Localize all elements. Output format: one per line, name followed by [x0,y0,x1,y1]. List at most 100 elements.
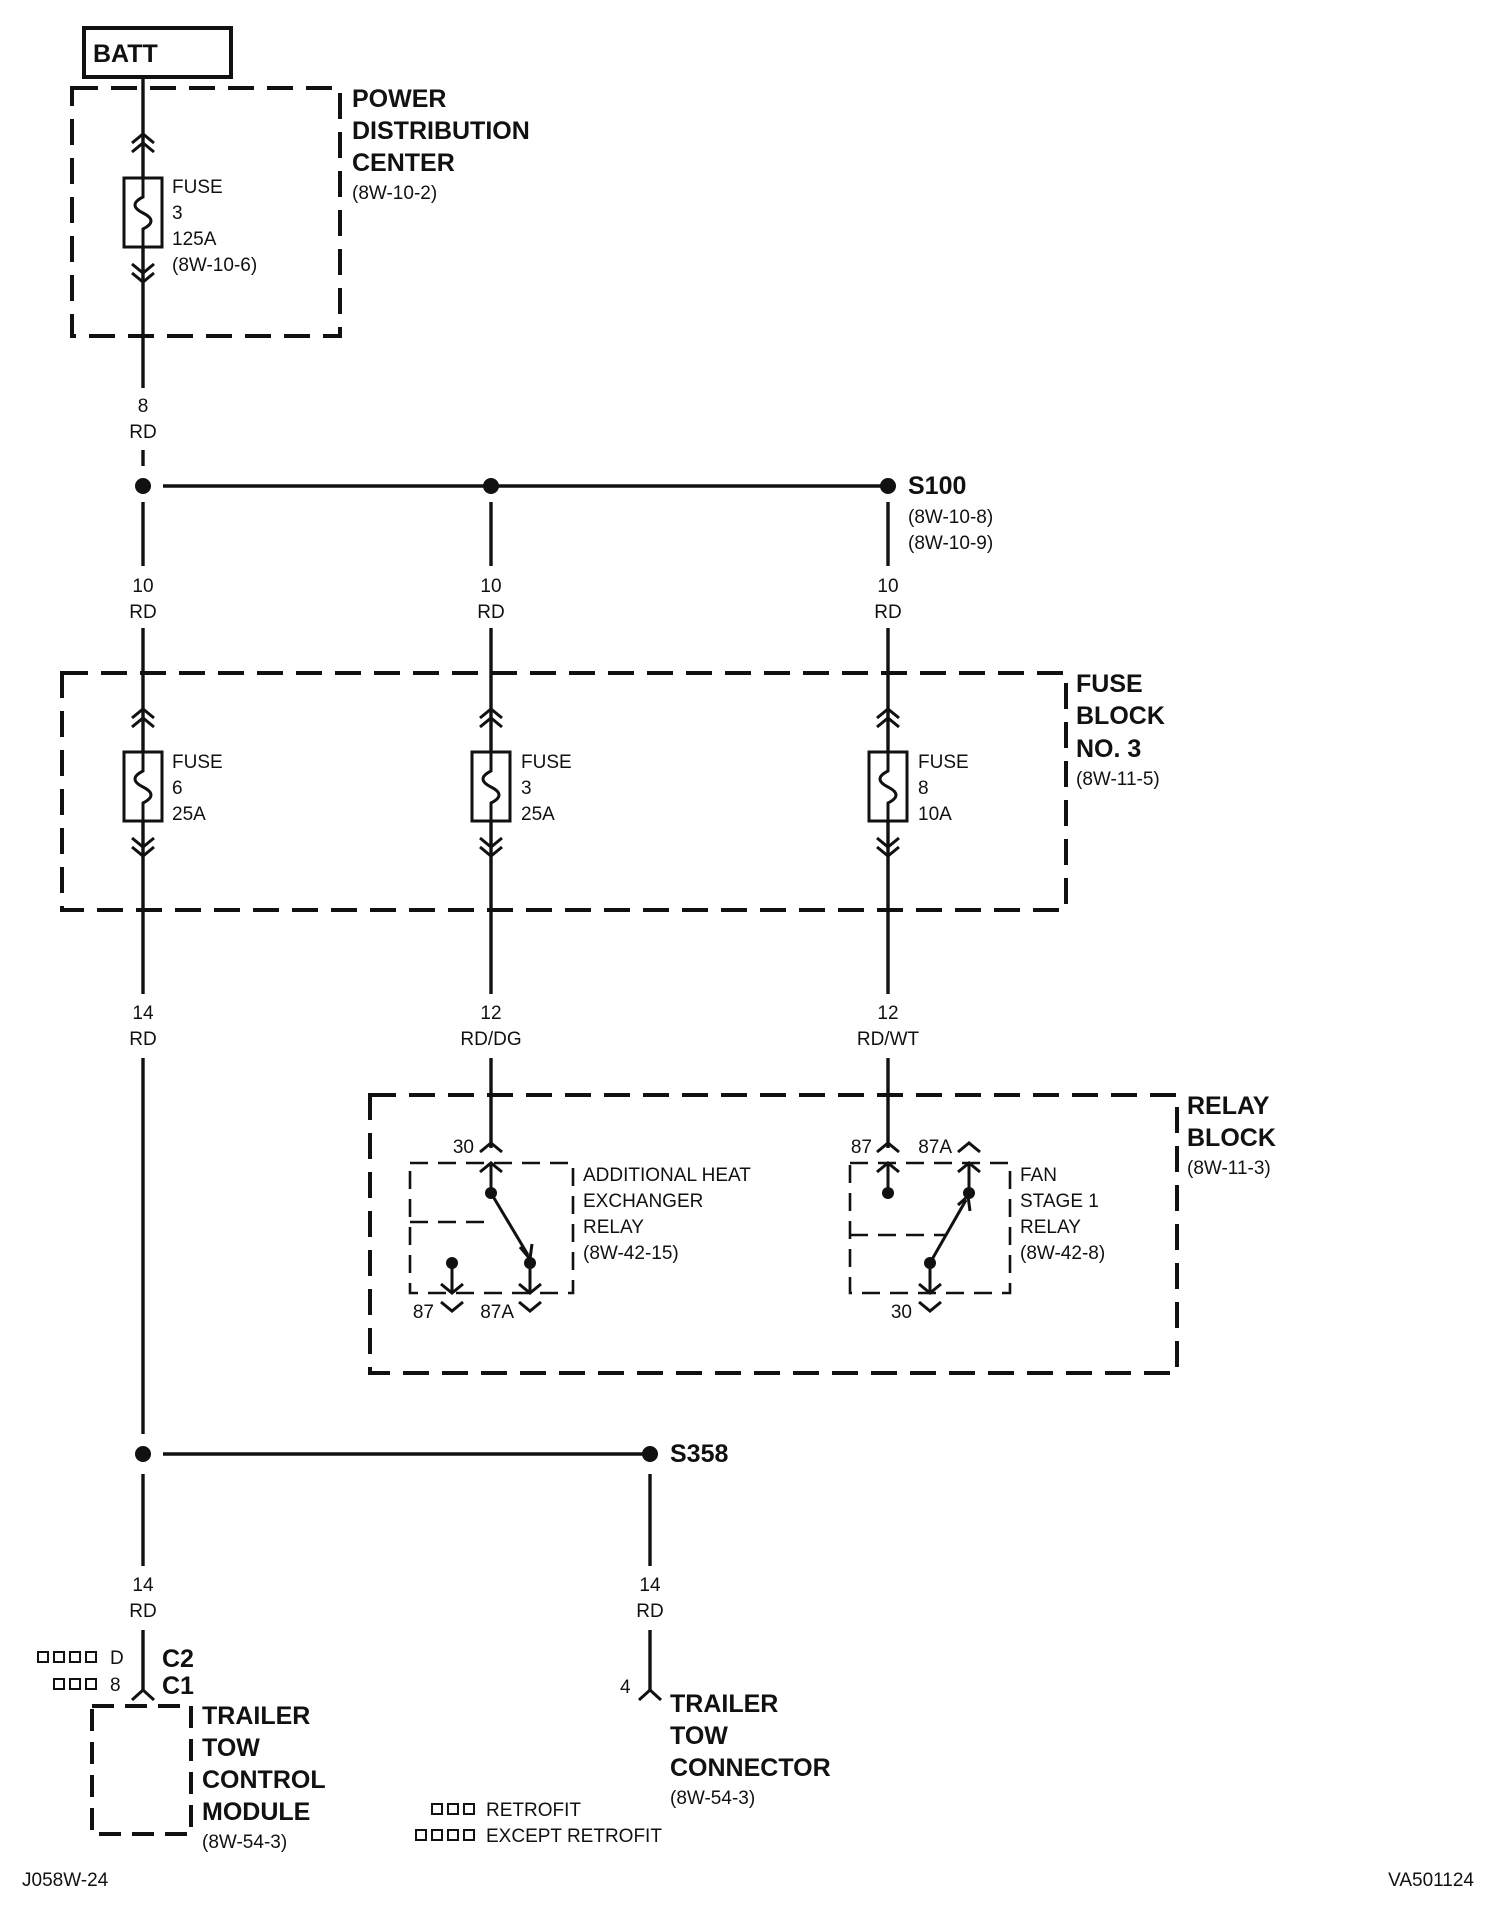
wire-label-s100-a: 10 RD [129,576,156,623]
svg-text:(8W-11-3): (8W-11-3) [1187,1158,1271,1179]
svg-text:8: 8 [918,778,929,799]
wire-label-s100-c: 10 RD [874,576,901,623]
svg-text:BLOCK: BLOCK [1187,1124,1276,1152]
svg-text:25A: 25A [521,804,555,825]
svg-text:NO. 3: NO. 3 [1076,735,1141,763]
tcm-pin-c1: 8 [110,1675,121,1696]
svg-text:RD: RD [874,602,901,623]
fuse6-label: FUSE 6 25A [172,752,223,825]
fuse8-symbol [867,707,909,858]
fan-relay-label: FAN STAGE 1 RELAY (8W-42-8) [1020,1165,1105,1264]
svg-text:25A: 25A [172,804,206,825]
tcm-legend-c1-boxes [53,1678,97,1690]
svg-text:RELAY: RELAY [583,1217,644,1238]
fan-relay-pin-87: 87 [851,1137,872,1158]
svg-text:125A: 125A [172,229,217,250]
wire-label-fuse6-out: 14 RD [129,1003,156,1050]
wire-label-s100-b: 10 RD [477,576,504,623]
svg-text:(8W-10-9): (8W-10-9) [908,533,993,554]
legend-retrofit: RETROFIT [431,1800,581,1821]
fuse-block-label: FUSE BLOCK NO. 3 (8W-11-5) [1076,670,1165,790]
trailer-connector-symbol [637,1687,663,1702]
batt-box [82,26,233,79]
svg-text:3: 3 [521,778,532,799]
svg-text:(8W-42-15): (8W-42-15) [583,1243,679,1264]
svg-text:14: 14 [132,1575,154,1596]
trailer-connector-label: TRAILER TOW CONNECTOR (8W-54-3) [670,1690,831,1809]
svg-text:RELAY: RELAY [1020,1217,1081,1238]
svg-text:10: 10 [877,576,898,597]
heat-relay-pin-30: 30 [453,1137,474,1158]
trailer-connector-pin: 4 [620,1677,631,1698]
pdc-fuse-label: FUSE 3 125A (8W-10-6) [172,177,257,276]
splice-dot-s100 [880,478,896,494]
splice-dot-2 [483,478,499,494]
svg-text:TRAILER: TRAILER [670,1690,778,1718]
svg-text:RETROFIT: RETROFIT [486,1800,581,1821]
tcm-c1-label: C1 [162,1672,194,1700]
fan-relay-pin-30: 30 [891,1302,912,1323]
svg-text:DISTRIBUTION: DISTRIBUTION [352,117,530,145]
wire-label-fuse3-out: 12 RD/DG [460,1003,521,1050]
svg-text:STAGE 1: STAGE 1 [1020,1191,1099,1212]
splice-dot-3 [135,1446,151,1462]
s358-label: S358 [670,1440,728,1468]
s100-label: S100 (8W-10-8) (8W-10-9) [908,472,993,554]
svg-text:3: 3 [172,203,183,224]
svg-text:CONTROL: CONTROL [202,1766,326,1794]
svg-text:(8W-10-8): (8W-10-8) [908,507,993,528]
svg-text:RD/WT: RD/WT [857,1029,920,1050]
svg-text:14: 14 [132,1003,154,1024]
svg-text:POWER: POWER [352,85,446,113]
wire-label-tcm-feed: 14 RD [129,1575,156,1622]
batt-label: BATT [93,40,158,68]
svg-text:RD/DG: RD/DG [460,1029,521,1050]
tcm-c2-label: C2 [162,1645,194,1673]
fuse-block-outline [60,671,1068,912]
svg-text:(8W-11-5): (8W-11-5) [1076,769,1160,790]
svg-text:(8W-42-8): (8W-42-8) [1020,1243,1105,1264]
wire-label-conn-feed: 14 RD [636,1575,663,1622]
svg-text:CONNECTOR: CONNECTOR [670,1754,831,1782]
tcm-pin-c2: D [110,1648,124,1669]
svg-text:S100: S100 [908,472,966,500]
svg-text:FUSE: FUSE [918,752,969,773]
svg-text:(8W-54-3): (8W-54-3) [670,1788,755,1809]
svg-text:10: 10 [132,576,153,597]
fan-relay-symbol [850,1141,981,1313]
svg-text:FAN: FAN [1020,1165,1057,1186]
svg-text:RD: RD [636,1601,663,1622]
fuse3-label: FUSE 3 25A [521,752,572,825]
pdc-label: POWER DISTRIBUTION CENTER (8W-10-2) [352,85,530,204]
svg-text:12: 12 [877,1003,898,1024]
wire-label-batt-feed: 8 RD [129,396,156,443]
svg-text:(8W-54-3): (8W-54-3) [202,1832,287,1853]
svg-text:TOW: TOW [202,1734,260,1762]
heat-relay-label: ADDITIONAL HEAT EXCHANGER RELAY (8W-42-1… [583,1165,751,1264]
fan-relay-pin-87a: 87A [918,1137,952,1158]
svg-text:12: 12 [480,1003,501,1024]
heat-relay-symbol [410,1141,542,1313]
svg-text:RD: RD [129,1029,156,1050]
svg-text:FUSE: FUSE [1076,670,1143,698]
svg-text:(8W-10-6): (8W-10-6) [172,255,257,276]
svg-text:14: 14 [639,1575,661,1596]
svg-text:10A: 10A [918,804,952,825]
svg-text:6: 6 [172,778,183,799]
wire-label-fuse8-out: 12 RD/WT [857,1003,920,1050]
svg-text:BLOCK: BLOCK [1076,702,1165,730]
svg-text:FUSE: FUSE [172,177,223,198]
tcm-legend-c2-boxes [37,1651,97,1663]
svg-text:ADDITIONAL HEAT: ADDITIONAL HEAT [583,1165,751,1186]
svg-text:(8W-10-2): (8W-10-2) [352,183,437,204]
svg-text:10: 10 [480,576,501,597]
fuse6-symbol [122,707,164,858]
splice-dot-1 [135,478,151,494]
svg-text:FUSE: FUSE [521,752,572,773]
svg-text:EXCHANGER: EXCHANGER [583,1191,703,1212]
heat-relay-outline [408,1161,575,1295]
svg-text:8: 8 [138,396,149,417]
svg-text:RELAY: RELAY [1187,1092,1270,1120]
heat-relay-pin-87: 87 [413,1302,434,1323]
